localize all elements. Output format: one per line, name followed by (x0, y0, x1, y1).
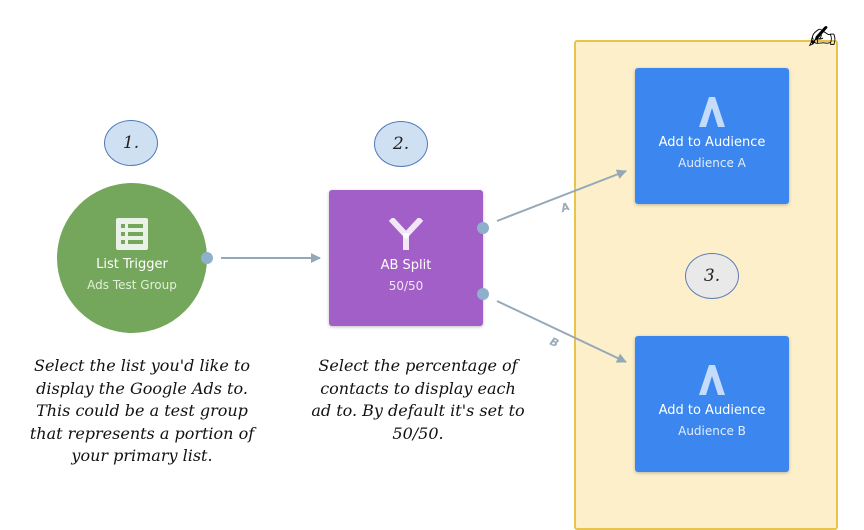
split-icon (389, 218, 423, 250)
add-to-audience-a-node[interactable]: Add to Audience Audience A (635, 68, 789, 204)
step-badge-1: 1. (104, 120, 158, 166)
node-title: AB Split (380, 258, 432, 273)
step-badge-3: 3. (685, 253, 739, 299)
ab-split-node[interactable]: AB Split 50/50 (329, 190, 483, 326)
node-subtitle: Audience A (678, 156, 746, 170)
node-subtitle: 50/50 (388, 279, 424, 293)
split-output-port-b[interactable] (477, 288, 489, 300)
edge-split-to-audience-a[interactable] (496, 169, 627, 222)
node-title: Add to Audience (658, 403, 766, 418)
google-ads-icon (699, 365, 725, 395)
node-title: List Trigger (96, 257, 168, 272)
list-icon (116, 218, 148, 250)
split-output-port-a[interactable] (477, 222, 489, 234)
list-trigger-node[interactable]: List Trigger Ads Test Group (57, 183, 207, 333)
node-subtitle: Ads Test Group (87, 278, 177, 292)
add-to-audience-b-node[interactable]: Add to Audience Audience B (635, 336, 789, 472)
edge-split-to-audience-b[interactable] (496, 300, 627, 363)
node-subtitle: Audience B (678, 424, 746, 438)
split-note: Select the percentage of contacts to dis… (311, 356, 525, 443)
step-badge-2: 2. (374, 121, 428, 167)
google-ads-icon (699, 97, 725, 127)
trigger-output-port[interactable] (201, 252, 213, 264)
writing-hand-icon: ✍ (808, 18, 837, 58)
node-title: Add to Audience (658, 135, 766, 150)
trigger-note: Select the list you'd like to display th… (29, 356, 255, 465)
